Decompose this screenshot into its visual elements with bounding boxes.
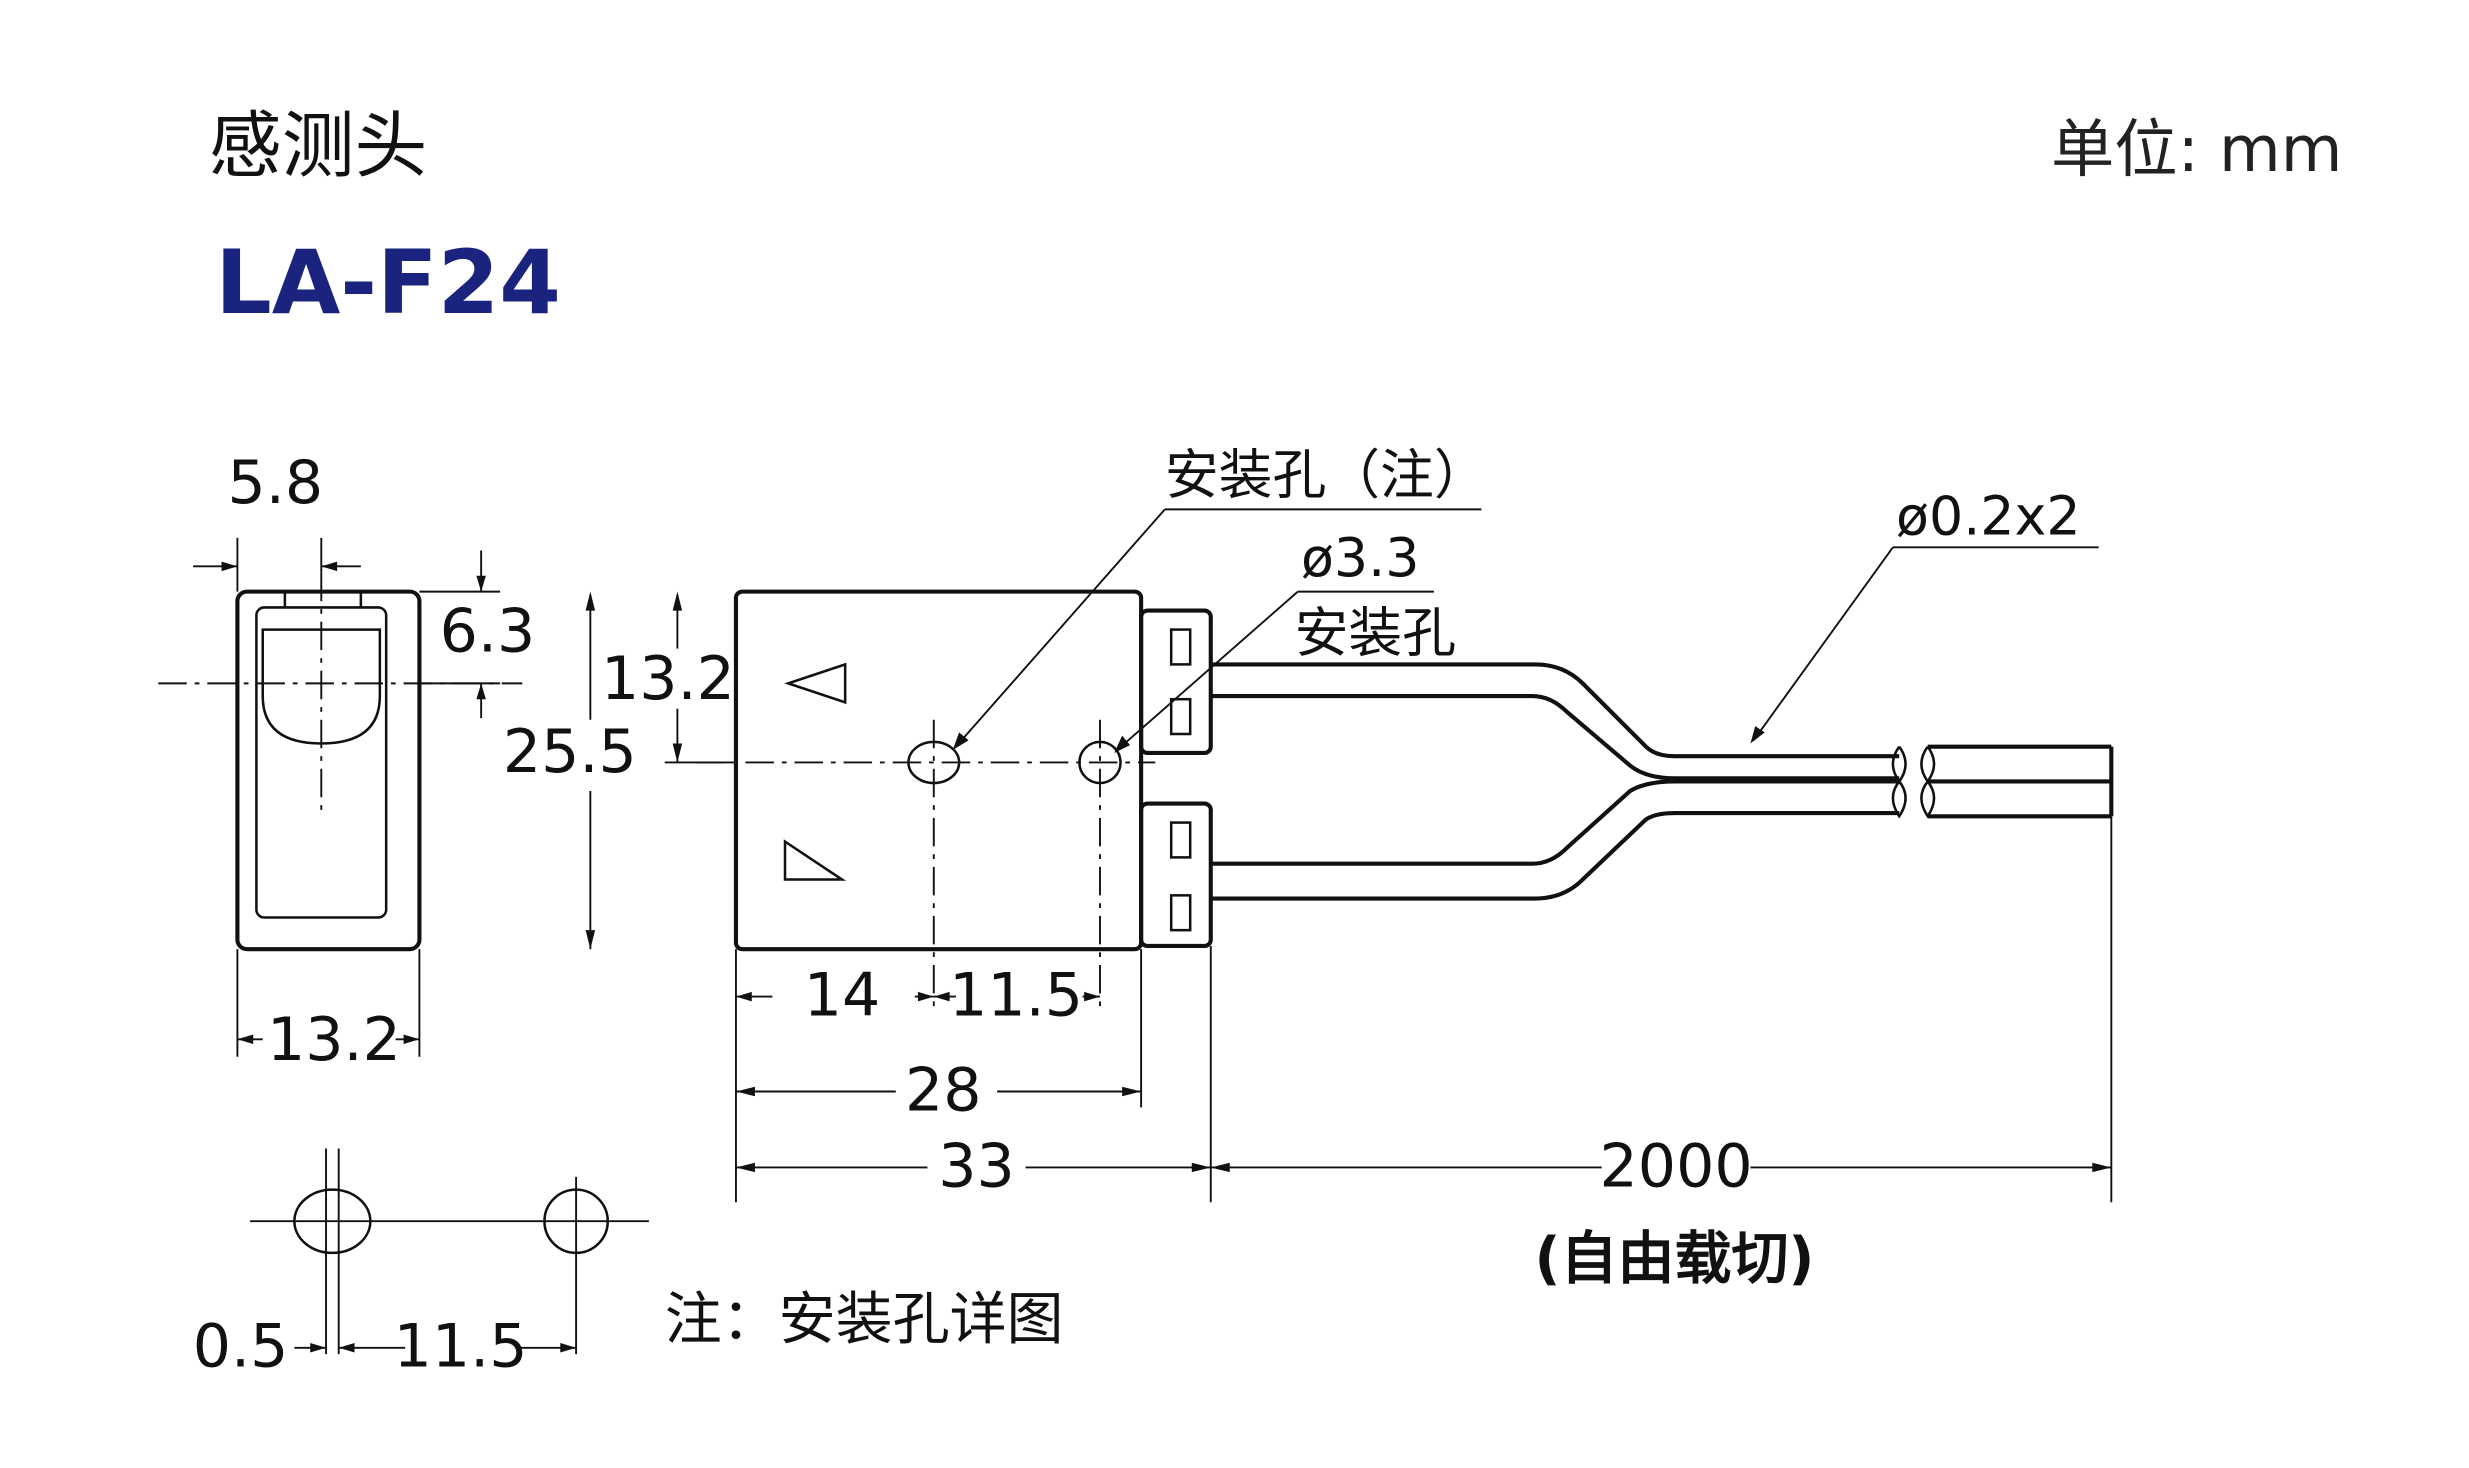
sensor-body [733,589,1144,952]
label-mount-hole-note: 安装孔（注） [1165,444,1488,507]
dim-hole-pitch: 11.5 [949,961,1083,1031]
length-dimensions: 14 11.5 28 33 2000 (自由载切) [735,816,2113,1292]
label-hole-diameter: ø3.3 [1301,526,1419,589]
dim-detail-slot: 0.5 [193,1312,289,1382]
dim-cable-length: 2000 [1600,1131,1753,1201]
model-title: LA-F24 [215,231,561,334]
hole-detail-note: 注：安装孔详图 [665,1286,1064,1352]
fiber-cables [1210,662,2114,901]
label-mount-hole: 安装孔 [1295,602,1456,665]
dim-overall-length: 33 [938,1131,1015,1201]
dim-body-length: 28 [905,1056,982,1126]
dim-front-width-top: 5.8 [228,448,324,518]
leader-labels: 安装孔（注） ø3.3 安装孔 ø0.2x2 [952,444,2099,753]
dim-half-height: 13.2 [601,644,735,714]
height-dimensions: 25.5 13.2 [503,591,736,950]
detail-slot-hole [293,1188,372,1255]
connector-top [1139,608,1213,756]
dim-front-offset: 6.3 [440,597,536,667]
side-view [696,589,1213,1013]
unit-label: 单位: mm [2051,112,2342,186]
triangle-right-icon [783,839,847,881]
section-title: 感测头 [209,104,427,189]
dim-front-width-bottom: 13.2 [267,1005,401,1075]
front-body [235,589,422,952]
dim-total-height: 25.5 [503,717,637,787]
dim-detail-pitch: 11.5 [394,1312,528,1382]
cable-cut-note: (自由载切) [1535,1226,1815,1292]
label-fiber-diameter: ø0.2x2 [1896,485,2081,548]
triangle-left-icon [784,662,847,705]
front-inner [255,606,388,919]
dim-hole-offset: 14 [804,961,881,1031]
connector-bottom [1139,801,1213,949]
hole-detail: 0.5 11.5 注：安装孔详图 [193,1148,1064,1382]
front-view: 5.8 6.3 13.2 [158,448,535,1075]
